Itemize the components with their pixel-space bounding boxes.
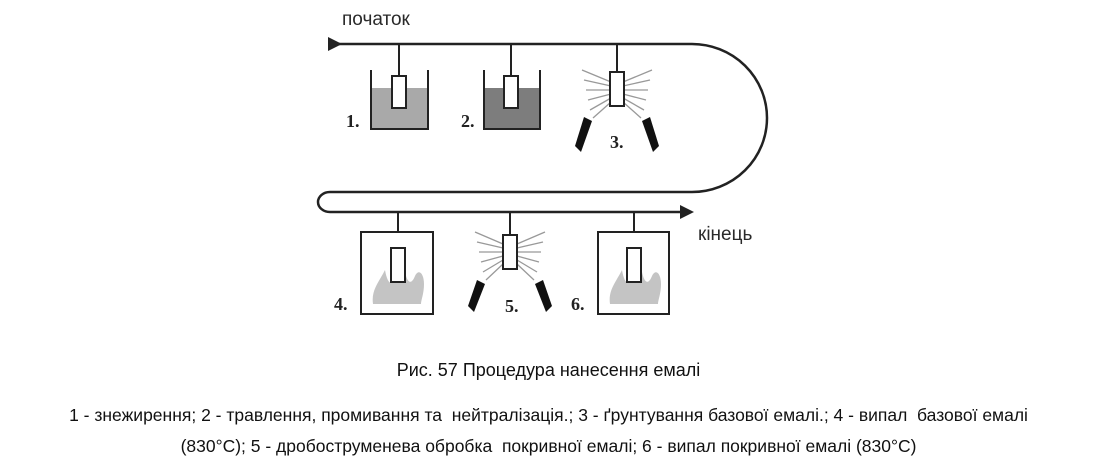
station-2-etching-bath: 2.: [461, 44, 541, 131]
station-5-shot-blasting: 5.: [468, 212, 552, 316]
station-1-degreasing-bath: 1.: [346, 44, 429, 131]
figure-caption: Рис. 57 Процедура нанесення емалі: [396, 360, 701, 380]
legend-line-2: (830°C); 5 - дробоструменева обробка пок…: [180, 436, 917, 456]
legend: 1 - знежирення; 2 - травлення, промиванн…: [0, 400, 1097, 462]
station-6-furnace: 6.: [571, 212, 670, 315]
station-4-number: 4.: [334, 294, 348, 314]
start-label: початок: [342, 9, 411, 30]
station-3-number: 3.: [610, 132, 624, 152]
enamel-process-diagram: початок кінець 1. 2. 3.: [316, 9, 769, 316]
start-arrow: [328, 37, 342, 51]
station-1-number: 1.: [346, 111, 360, 131]
station-5-number: 5.: [505, 296, 519, 316]
station-3-spray: 3.: [575, 44, 659, 152]
station-2-number: 2.: [461, 111, 475, 131]
end-arrow: [680, 205, 694, 219]
end-label: кінець: [698, 224, 752, 245]
station-4-furnace: 4.: [334, 212, 434, 315]
legend-line-1: 1 - знежирення; 2 - травлення, промиванн…: [69, 405, 1028, 425]
station-6-number: 6.: [571, 294, 585, 314]
conveyor-right-loop: [691, 42, 769, 194]
conveyor-left-loop: [316, 190, 331, 214]
